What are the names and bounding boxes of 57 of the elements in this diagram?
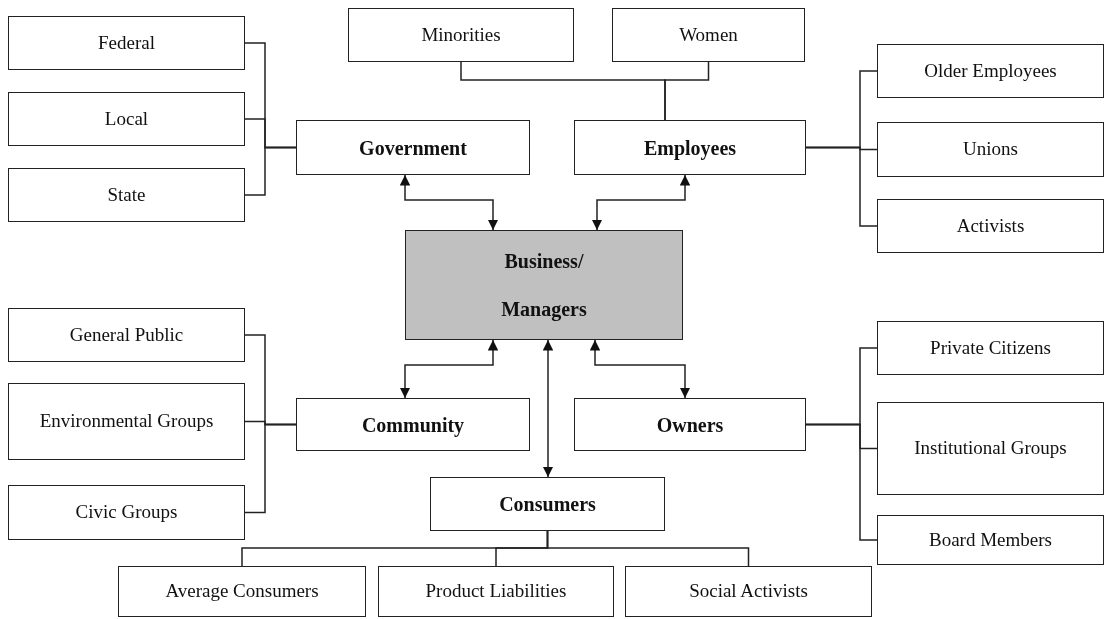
stakeholder-box	[8, 16, 245, 70]
stakeholder-box	[118, 566, 366, 617]
box-label: Average Consumers	[165, 579, 319, 604]
box-label: Federal	[98, 30, 155, 55]
box-label: Civic Groups	[75, 500, 178, 525]
connector-line	[805, 423, 878, 541]
stakeholder-box	[8, 485, 245, 540]
stakeholder-box	[8, 168, 245, 222]
connector-line	[664, 61, 710, 121]
stakeholder-box	[877, 44, 1104, 98]
connector-line	[805, 146, 878, 227]
stakeholder-box	[296, 398, 530, 451]
arrow	[399, 339, 499, 399]
box-label: Local	[104, 106, 149, 131]
box-label: Environmental Groups	[39, 409, 214, 434]
central-box	[405, 230, 683, 340]
arrow	[589, 339, 691, 399]
stakeholder-box	[430, 477, 665, 531]
stakeholder-box	[612, 8, 805, 62]
stakeholder-box	[296, 120, 530, 175]
stakeholder-box	[625, 566, 872, 617]
connector-line	[244, 146, 297, 196]
box-label: Women	[679, 22, 738, 47]
stakeholder-box	[574, 398, 806, 451]
arrow	[399, 174, 499, 231]
box-label: Consumers	[499, 492, 596, 517]
box-label: Older Employees	[924, 58, 1057, 83]
stakeholder-box	[378, 566, 614, 617]
stakeholder-box	[877, 321, 1104, 375]
stakeholder-box	[8, 308, 245, 362]
stakeholder-box	[8, 92, 245, 146]
box-label: Owners	[656, 412, 724, 438]
box-label: Institutional Groups	[914, 436, 1067, 461]
box-label: Community	[361, 412, 465, 439]
arrow	[591, 174, 691, 231]
stakeholder-box	[348, 8, 574, 62]
box-label: Minorities	[421, 22, 501, 47]
box-label: Board Members	[929, 527, 1052, 552]
stakeholder-box	[877, 515, 1104, 565]
box-label: General Public	[69, 322, 184, 347]
box-label: Government	[359, 135, 467, 161]
box-label: Employees	[643, 135, 737, 162]
box-label: Activists	[956, 213, 1025, 238]
stakeholder-box	[877, 122, 1104, 177]
box-label: Business/ Managers	[500, 249, 588, 323]
stakeholder-box	[877, 402, 1104, 495]
box-label: Private Citizens	[930, 335, 1051, 360]
stakeholder-box	[877, 199, 1104, 253]
stakeholder-box	[8, 383, 245, 460]
connector-line	[244, 423, 297, 514]
box-label: Product Liabilities	[425, 579, 567, 604]
box-label: Unions	[963, 137, 1018, 162]
box-label: State	[107, 182, 146, 207]
stakeholder-box	[574, 120, 806, 175]
arrow	[542, 339, 554, 478]
box-label: Social Activists	[689, 579, 808, 604]
connector-line	[546, 530, 750, 567]
